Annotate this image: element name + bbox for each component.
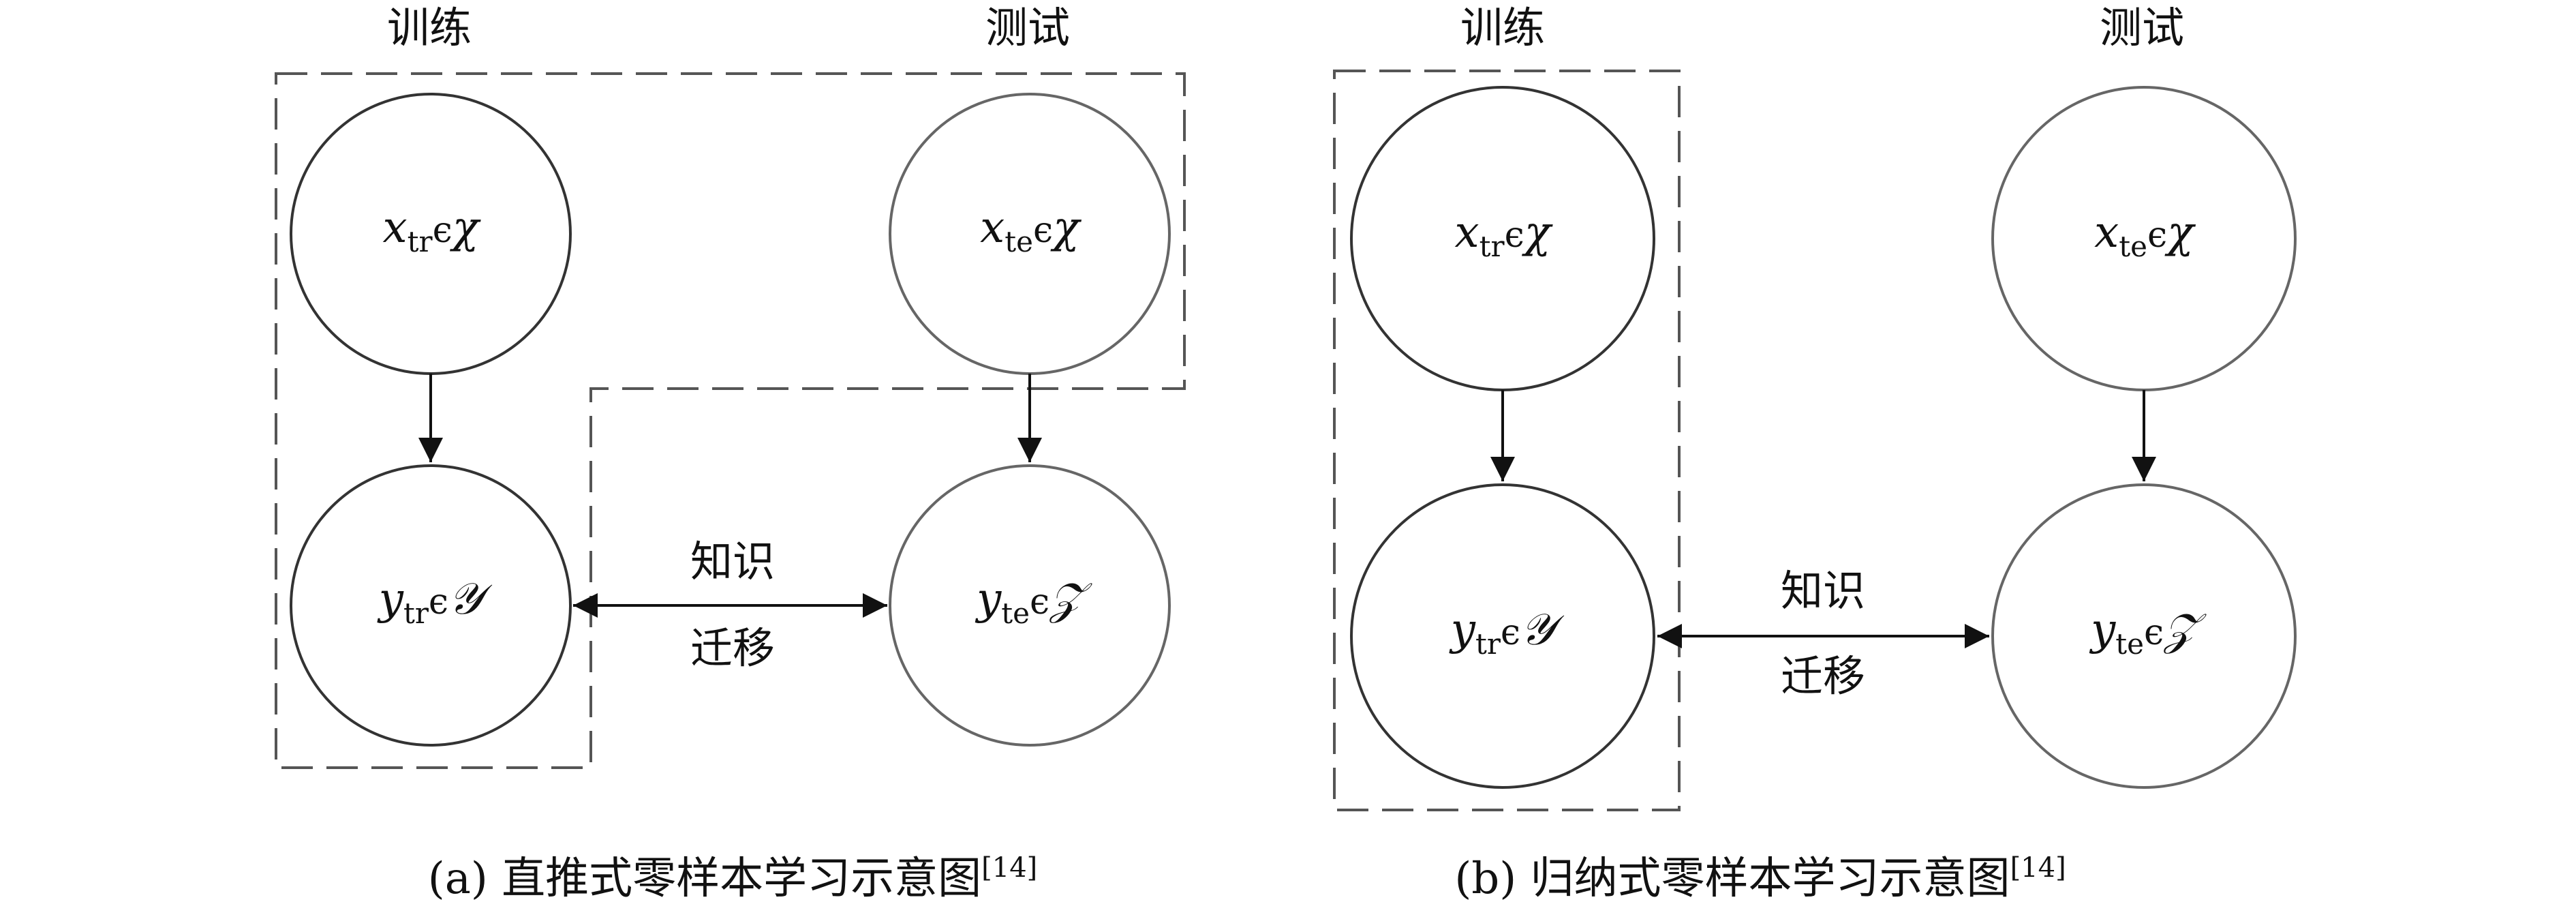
panel-b-transfer-text-1: 知识 bbox=[1781, 566, 1865, 616]
panel-a-dashed-region bbox=[275, 72, 1186, 769]
panel-b-train-label: 训练 bbox=[1460, 3, 1545, 52]
panel-a-label-x-train: xtrϵχ bbox=[383, 202, 481, 258]
panel-a-test-label: 测试 bbox=[985, 3, 1070, 52]
panel-b-caption: (b) 归纳式零样本学习示意图[14] bbox=[1454, 852, 2066, 902]
panel-b-node-y-train bbox=[1350, 483, 1655, 789]
panel-a-caption: (a) 直推式零样本学习示意图[14] bbox=[428, 852, 1038, 902]
panel-b-label-x-test: xteϵχ bbox=[2094, 207, 2196, 263]
panel-b-label-x-train: xtrϵχ bbox=[1455, 207, 1553, 263]
panel-a-transfer-text-2: 迁移 bbox=[690, 623, 775, 673]
panel-a-node-y-train bbox=[290, 464, 572, 747]
panel-b-label-y-test: yteϵ𝒵 bbox=[2089, 605, 2207, 661]
panel-b-transfer-text-2: 迁移 bbox=[1781, 651, 1865, 701]
panel-b: 训练 测试 xtrϵχ ytrϵ𝒴 xteϵχ yteϵ𝒵 知识 迁移 (b) … bbox=[1333, 3, 2297, 902]
panel-b-test-label: 测试 bbox=[2100, 3, 2184, 52]
panel-b-label-y-train: ytrϵ𝒴 bbox=[1449, 605, 1565, 661]
panel-b-node-y-test bbox=[1991, 483, 2297, 789]
panel-a-transfer-text-1: 知识 bbox=[690, 537, 775, 586]
panel-a-label-y-test: yteϵ𝒵 bbox=[975, 574, 1092, 630]
panel-a: 训练 测试 xtrϵχ ytrϵ𝒴 xteϵχ yteϵ𝒵 知识 迁移 (a) … bbox=[275, 3, 1186, 902]
panel-a-train-label: 训练 bbox=[387, 3, 472, 52]
panel-b-dashed-region bbox=[1333, 70, 1681, 811]
panel-a-node-y-test bbox=[889, 464, 1171, 747]
panel-a-label-x-test: xteϵχ bbox=[980, 202, 1082, 258]
panel-a-label-y-train: ytrϵ𝒴 bbox=[377, 574, 493, 630]
